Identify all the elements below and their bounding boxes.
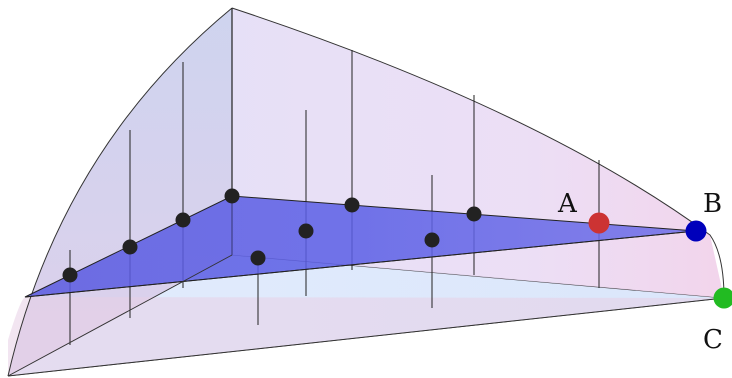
label-a: A [557,189,578,219]
back-curve-edge [231,7,725,299]
label-b: B [703,189,722,219]
data-point [344,197,360,213]
point-b [685,220,707,242]
point-c [713,287,732,309]
data-points [62,188,482,283]
data-point [250,250,266,266]
data-point [298,223,314,239]
plane-front-edge [24,230,697,298]
data-point [175,212,191,228]
data-point [466,206,482,222]
floor-front-edge [7,297,725,377]
floor-left-edge [7,254,233,377]
left-curve-edge [7,7,233,377]
data-point [224,188,240,204]
data-point [62,267,78,283]
data-point [424,232,440,248]
data-point [122,239,138,255]
label-c: C [703,325,723,355]
point-a [588,212,610,234]
